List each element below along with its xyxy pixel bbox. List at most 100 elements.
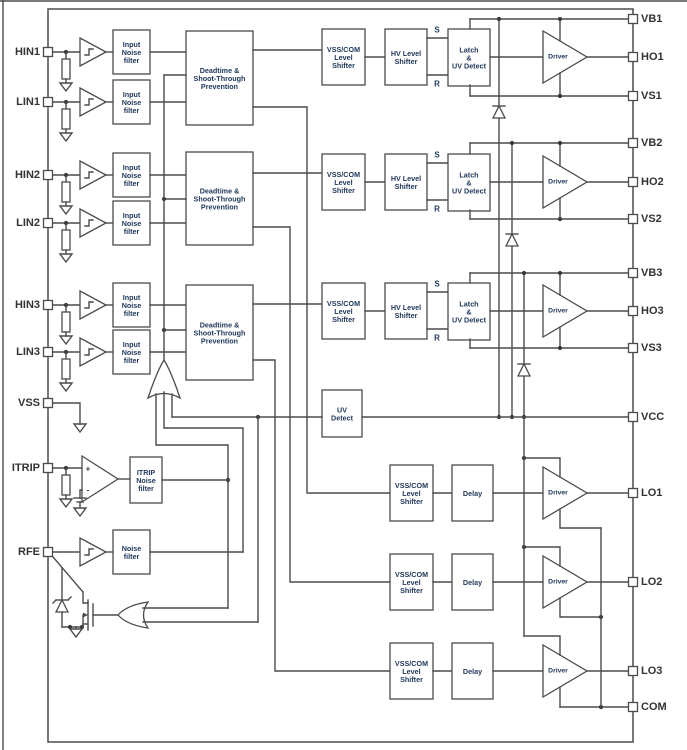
hysteresis-glyph [84,171,94,179]
driver-icon [542,465,589,521]
junction-dot [67,624,73,630]
wire [52,599,57,604]
pin-right-label-8: VS3 [641,342,662,354]
hysteresis-glyph [84,301,94,309]
reset-label: R [434,80,440,89]
hv-level-shifter [384,282,428,340]
pin-right-label-6: VB3 [641,267,662,279]
input-noise-filter [112,200,151,246]
schmitt-trigger-icon [79,207,108,239]
pin-right-label-12: LO3 [641,665,662,677]
itrip-comparator-icon [81,454,120,504]
latch-uv-detect-block [447,153,491,212]
driver-label: Driver [548,668,568,675]
pin-right-label-5: VS2 [641,213,662,225]
pin-left-3 [42,217,54,229]
pin-left-1 [42,96,54,108]
driver-icon [542,643,589,699]
input-noise-filter [112,152,151,198]
pin-left-2 [42,169,54,181]
junction-dot [509,140,515,146]
vcc-hat [523,457,561,478]
ground-icon [58,132,74,143]
deadtime-shoot-through-block [185,151,254,246]
pin-right-label-4: HO2 [641,176,664,188]
reset-label: R [434,334,440,343]
pin-left-label-0: HIN1 [15,46,40,58]
vcc-hat [523,635,561,656]
pin-left-5 [42,346,54,358]
pin-left-label-6: VSS [18,397,40,409]
driver-label: Driver [548,579,568,586]
pin-right-7 [627,305,639,317]
pin-left-4 [42,299,54,311]
ground-icon [58,253,74,264]
junction-dot [521,270,527,276]
pin-right-3 [627,137,639,149]
pin-right-12 [627,665,639,677]
chip-boundary [47,8,634,743]
driver-label: Driver [548,54,568,61]
pin-right-label-11: LO2 [641,576,662,588]
mosfet-arrow-icon [83,612,88,618]
pin-right-0 [627,13,639,25]
driver-label: Driver [548,179,568,186]
junction-dot [557,16,563,22]
pin-right-label-7: HO3 [641,305,664,317]
delay-block-label: Delay [463,489,482,498]
ground-icon [58,82,74,93]
latch-uv-detect-block [447,28,491,87]
pulldown-resistor-icon [61,108,71,130]
com-hat [559,508,602,529]
rfe-drain-diagonal [52,556,84,593]
schmitt-trigger-icon [79,536,108,568]
schmitt-trigger-icon [79,36,108,68]
pin-left-label-7: ITRIP [12,462,40,474]
hysteresis-glyph [84,48,94,56]
low-side-signal-trunk [252,359,391,672]
pin-left-label-8: RFE [18,546,40,558]
pin-right-label-0: VB1 [641,13,662,25]
pin-right-label-2: VS1 [641,90,662,102]
wire [67,596,72,601]
schmitt-trigger-icon [79,159,108,191]
input-noise-filter [112,282,151,328]
latch-uv-detect-block-label: Latch&UV Detect [452,45,487,70]
hysteresis-glyph [84,548,94,556]
latch-uv-detect-block-label: Latch&UV Detect [452,299,487,324]
driver-icon [542,554,589,610]
set-label: S [434,26,440,35]
mosfet-drain [82,591,89,604]
vsscom-level-shifter [321,153,366,211]
bootstrap-diode-icon [491,104,507,119]
reset-label: R [434,205,440,214]
delay-block-label: Delay [463,667,482,676]
driver-icon [542,154,589,210]
deadtime-shoot-through-block [185,30,254,126]
vss-section [51,402,88,434]
pulldown-resistor-icon [61,311,71,333]
pin-right-11 [627,576,639,588]
set-label: S [434,151,440,160]
pin-right-6 [627,267,639,279]
